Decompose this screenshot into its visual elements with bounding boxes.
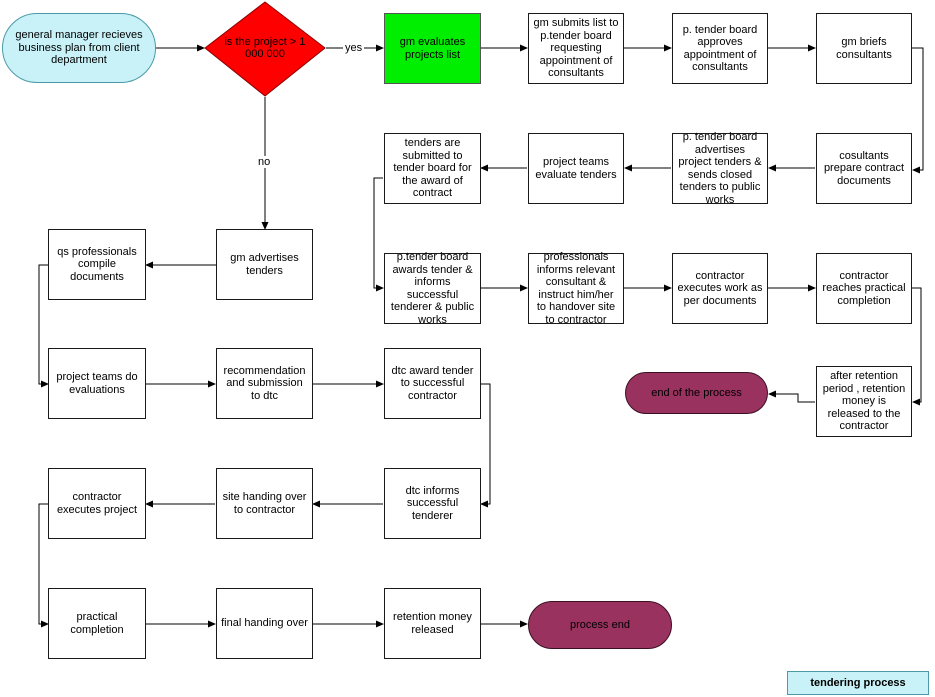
step-board-advertises: p. tender board advertises project tende…	[672, 131, 768, 206]
arrow-submitted-to-awards	[373, 177, 384, 292]
process-end-node: process end	[528, 601, 672, 649]
step-qs-compile: qs professionals compile documents	[48, 229, 146, 300]
arrow-executes-to-practical	[38, 503, 49, 628]
step-site-handing-over: site handing over to contractor	[216, 468, 313, 539]
arrow-dtc-to-informs	[480, 383, 491, 508]
step-professionals-inform: professionals informs relevant consultan…	[528, 251, 624, 326]
arrow-completion-to-retention	[912, 287, 922, 406]
step-gm-briefs: gm briefs consultants	[816, 13, 912, 84]
step-board-approves: p. tender board approves appointment of …	[672, 13, 768, 84]
edge-label-yes: yes	[343, 42, 365, 54]
end-of-process-node: end of the process	[625, 372, 768, 414]
step-contractor-executes-project: contractor executes project	[48, 468, 146, 539]
step-consultants-prepare: cosultants prepare contract documents	[816, 133, 912, 204]
step-contractor-executes: contractor executes work as per document…	[672, 253, 768, 324]
arrow-brief-to-prepare	[912, 47, 924, 174]
decision-diamond	[204, 1, 326, 97]
step-board-awards: p.tender board awards tender & informs s…	[384, 251, 481, 326]
step-practical-completion: contractor reaches practical completion	[816, 253, 912, 324]
diagram-caption: tendering process	[787, 671, 929, 695]
step-dtc-informs: dtc informs successful tenderer	[384, 468, 481, 539]
step-dtc-award: dtc award tender to successful contracto…	[384, 348, 481, 419]
start-node: general manager recieves business plan f…	[2, 13, 156, 83]
step-practical-completion-2: practical completion	[48, 588, 146, 659]
step-gm-submits-list: gm submits list to p.tender board reques…	[528, 13, 624, 84]
step-gm-advertises: gm advertises tenders	[216, 229, 313, 300]
arrow-retention-to-end	[768, 390, 815, 403]
step-gm-evaluates: gm evaluates projects list	[384, 13, 481, 84]
step-retention-released: after retention period , retention money…	[816, 366, 912, 437]
step-teams-do-evaluations: project teams do evaluations	[48, 348, 146, 419]
arrow-compile-to-evaluations	[38, 264, 49, 388]
step-tenders-submitted: tenders are submitted to tender board fo…	[384, 133, 481, 204]
step-teams-evaluate: project teams evaluate tenders	[528, 133, 624, 204]
step-recommendation: recommendation and submission to dtc	[216, 348, 313, 419]
edge-label-no: no	[256, 156, 273, 168]
decision-label: is the project > 1 000 000	[224, 35, 306, 61]
step-final-handing-over: final handing over	[216, 588, 313, 659]
step-retention-money-released: retention money released	[384, 588, 481, 659]
